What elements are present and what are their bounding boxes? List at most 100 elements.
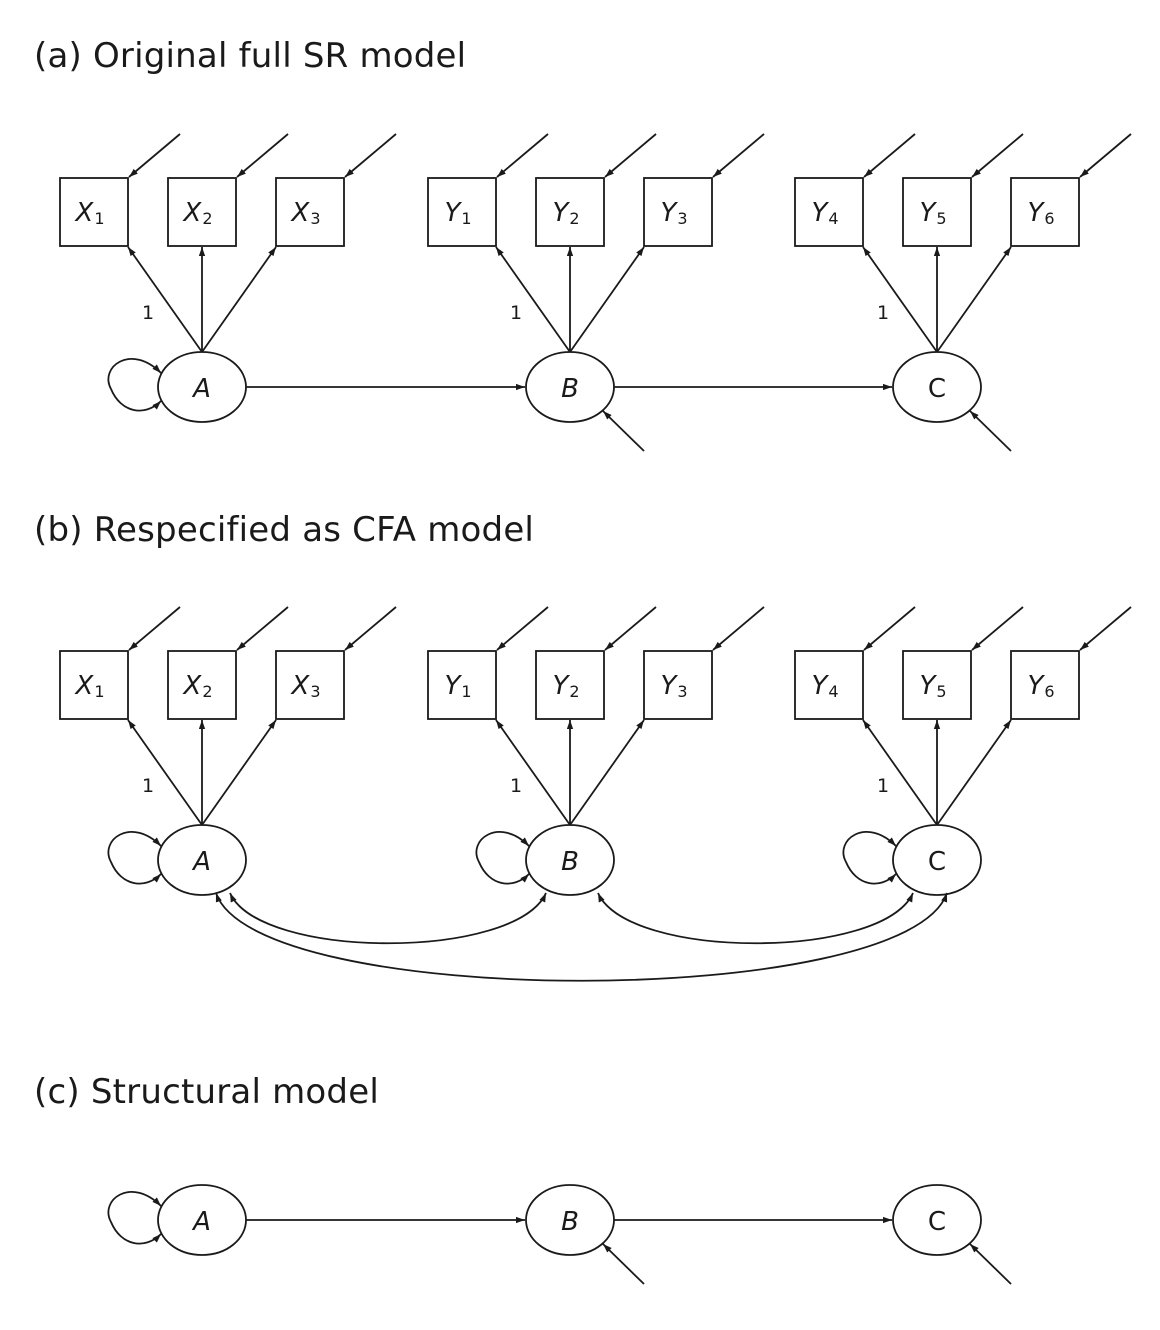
error-arrow: [128, 606, 181, 651]
loading-arrow: [569, 719, 645, 826]
indicator-y2: Y2: [535, 606, 657, 825]
indicator-label: Y6: [1027, 198, 1054, 228]
indicator-box: [535, 650, 605, 720]
indicator-label: Y4: [811, 198, 838, 228]
indicator-label: X2: [182, 671, 213, 701]
loading-arrow: [201, 246, 277, 353]
latent-label: A: [191, 1207, 211, 1237]
latent-label: A: [191, 374, 211, 404]
panel-c-title: (c) Structural model: [34, 1072, 379, 1112]
indicator-label: X1: [74, 671, 105, 701]
indicator-label: X2: [182, 198, 213, 228]
error-arrow: [496, 606, 549, 651]
indicator-label: X1: [74, 198, 105, 228]
indicator-y1: Y1: [427, 133, 571, 353]
indicator-box: [902, 650, 972, 720]
indicator-label: Y1: [444, 198, 471, 228]
covariance-b-c: [597, 892, 914, 945]
indicator-x3: X3: [201, 133, 397, 353]
error-arrow: [128, 133, 181, 178]
indicator-y4: Y4: [794, 606, 938, 826]
error-arrow: [604, 133, 657, 178]
error-arrow: [344, 606, 397, 651]
loading-arrow: [127, 719, 203, 826]
error-arrow: [863, 133, 916, 178]
indicator-box: [1010, 177, 1080, 247]
latent-label: C: [928, 374, 946, 404]
indicator-box: [275, 650, 345, 720]
indicator-label: Y3: [660, 671, 687, 701]
indicator-label: Y3: [660, 198, 687, 228]
latent-c: [892, 351, 982, 423]
fixed-loading-label: 1: [142, 775, 154, 797]
error-arrow: [604, 606, 657, 651]
indicator-y6: Y6: [936, 606, 1132, 826]
indicator-box: [167, 177, 237, 247]
panel-c: A B C: [107, 1184, 1012, 1285]
loading-arrow: [127, 246, 203, 353]
indicator-label: Y4: [811, 671, 838, 701]
indicator-box: [427, 650, 497, 720]
error-arrow: [496, 133, 549, 178]
error-arrow: [863, 606, 916, 651]
indicator-y2: Y2: [535, 133, 657, 352]
panel-b-title: (b) Respecified as CFA model: [34, 510, 535, 550]
covariance-a-c: [215, 892, 948, 982]
indicator-y5: Y5: [902, 606, 1024, 825]
indicator-box: [902, 177, 972, 247]
indicator-x3: X3: [201, 606, 397, 826]
indicator-y5: Y5: [902, 133, 1024, 352]
fixed-loading-label: 1: [877, 775, 889, 797]
error-arrow: [1079, 606, 1132, 651]
latent-group-b: B: [525, 1184, 645, 1285]
error-arrow: [712, 133, 765, 178]
variance-loop-icon: [475, 831, 530, 885]
disturbance-arrow: [969, 1243, 1012, 1285]
variance-loop-icon: [107, 831, 162, 885]
loading-arrow: [495, 719, 571, 826]
fixed-loading-label: 1: [142, 302, 154, 324]
indicator-box: [275, 177, 345, 247]
indicator-y1: Y1: [427, 606, 571, 826]
indicator-label: Y6: [1027, 671, 1054, 701]
latent-label: A: [191, 847, 211, 877]
disturbance-arrow: [969, 410, 1012, 452]
variance-loop-icon: [107, 1191, 162, 1245]
disturbance-arrow: [602, 410, 645, 452]
indicator-box: [643, 650, 713, 720]
disturbance-arrow: [602, 1243, 645, 1285]
loading-arrow: [201, 719, 277, 826]
indicator-label: Y2: [552, 671, 579, 701]
loading-arrow: [569, 246, 645, 353]
indicator-y4: Y4: [794, 133, 938, 353]
indicator-box: [59, 177, 129, 247]
fixed-loading-label: 1: [510, 775, 522, 797]
variance-loop-icon: [107, 358, 162, 412]
fixed-loading-label: 1: [877, 302, 889, 324]
covariance-a-b: [229, 892, 547, 945]
latent-group-a: X1 X2 X3 1A: [59, 133, 397, 423]
latent-group-a: A: [107, 1184, 247, 1256]
loading-arrow: [862, 719, 938, 826]
indicator-x1: X1: [59, 133, 203, 353]
indicator-box: [535, 177, 605, 247]
indicator-box: [794, 177, 864, 247]
indicator-y3: Y3: [569, 133, 765, 353]
error-arrow: [236, 606, 289, 651]
loading-arrow: [495, 246, 571, 353]
error-arrow: [971, 606, 1024, 651]
latent-label: C: [928, 1207, 946, 1237]
indicator-label: Y2: [552, 198, 579, 228]
loading-arrow: [862, 246, 938, 353]
indicator-label: X3: [290, 671, 321, 701]
latent-label: B: [561, 374, 579, 404]
indicator-label: X3: [290, 198, 321, 228]
latent-group-c: C: [892, 1184, 1012, 1285]
error-arrow: [712, 606, 765, 651]
error-arrow: [344, 133, 397, 178]
